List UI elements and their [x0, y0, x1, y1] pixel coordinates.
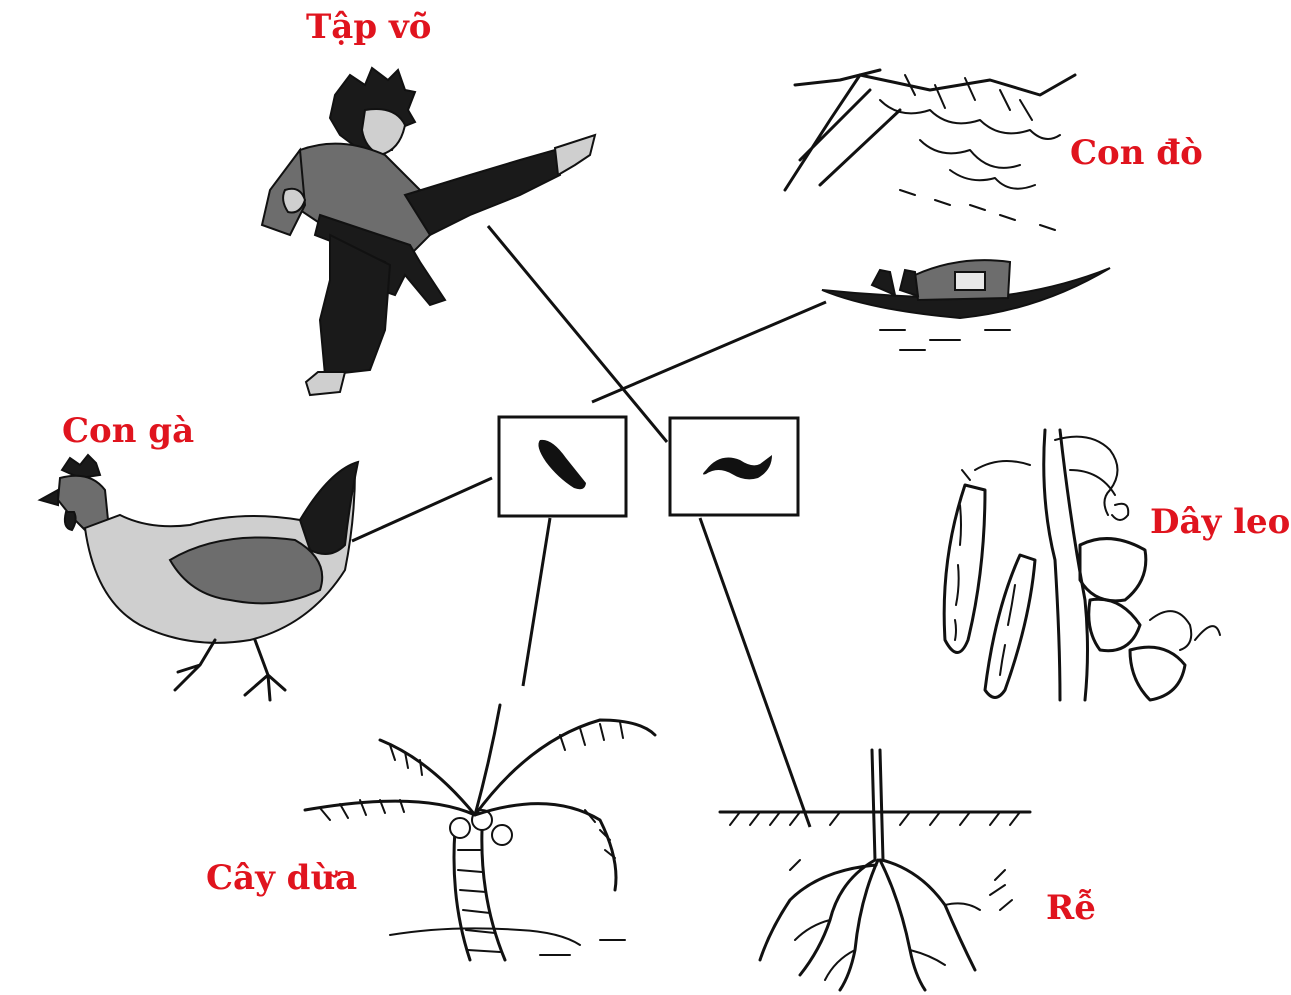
label-cay-dua: Cây dừa [206, 861, 357, 895]
label-tap-vo: Tập võ [306, 10, 431, 44]
ferry-boat-illustration [785, 70, 1110, 350]
label-con-do: Con đò [1070, 136, 1203, 170]
stroke-box-sac [499, 417, 626, 516]
line-cay-dua-to-stroke [523, 518, 550, 686]
stroke-box-nga [670, 418, 798, 515]
roots-illustration [720, 750, 1030, 990]
line-tap-vo-to-tilde [488, 226, 667, 442]
label-day-leo: Dây leo [1150, 505, 1290, 539]
line-re-to-tilde [700, 518, 810, 827]
label-re: Rễ [1046, 891, 1096, 925]
martial-artist-illustration [262, 68, 595, 395]
label-con-ga: Con gà [62, 414, 194, 448]
climbing-vine-illustration [944, 430, 1220, 700]
chicken-illustration [40, 455, 358, 700]
line-con-ga-to-stroke [352, 478, 492, 541]
coconut-tree-illustration [305, 705, 655, 960]
connector-lines [352, 226, 826, 827]
line-con-do-to-stroke [592, 302, 826, 402]
